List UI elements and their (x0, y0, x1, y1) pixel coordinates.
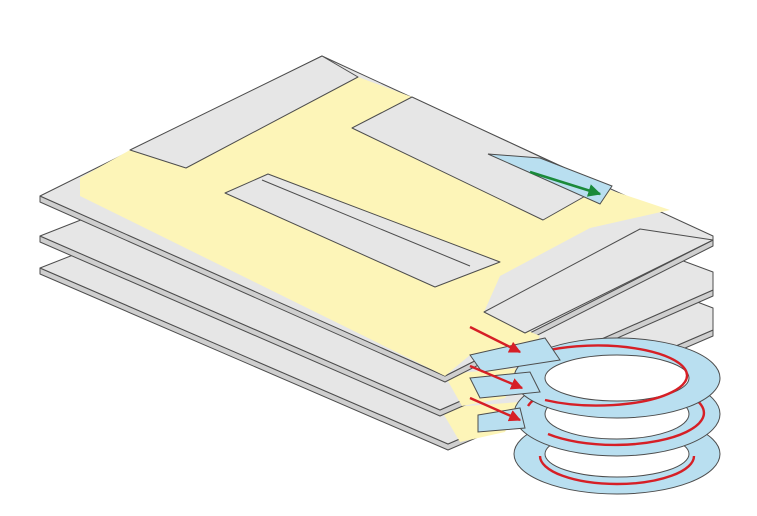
pad-upper-left (129, 55, 359, 169)
pad-lower-right (483, 228, 714, 334)
current-arrow-icon (469, 364, 524, 390)
coil-stack (469, 337, 721, 495)
current-arrow-icon (469, 396, 522, 422)
coil-ring-top (513, 337, 721, 419)
layer-1 (39, 55, 714, 383)
slot-center (224, 173, 501, 288)
slot-divider (261, 179, 471, 267)
current-arrows (469, 325, 524, 422)
current-arrow-icon (469, 325, 522, 354)
field-arrow-icon (529, 170, 602, 197)
